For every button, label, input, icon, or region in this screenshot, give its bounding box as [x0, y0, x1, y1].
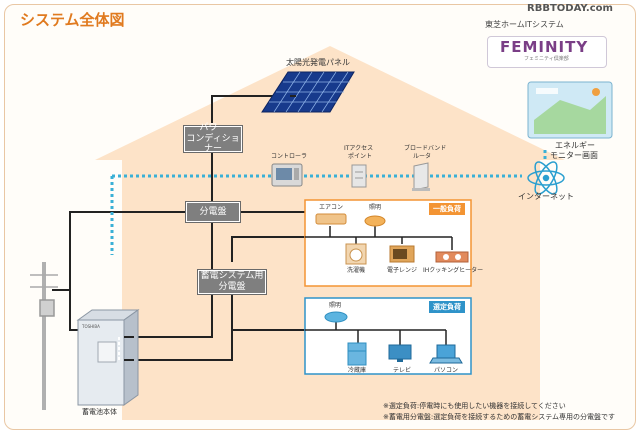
power-conditioner-line2: コンディショナー — [186, 133, 240, 155]
watermark: RBBTODAY.com — [527, 3, 613, 14]
broadband-router-device — [412, 162, 430, 191]
storage-distribution-board-box: 蓄電システム用分電盤 — [198, 270, 266, 294]
feminity-logo-text: FEMINITY — [500, 38, 589, 56]
controller-label: コントローラ — [271, 153, 308, 160]
ih-heater-appliance — [435, 251, 469, 263]
line-board-down — [134, 222, 213, 338]
light-appliance-selected — [324, 311, 348, 323]
broadband-router-label-1: ブロードバンド — [404, 145, 447, 152]
internet-label: インターネット — [518, 192, 574, 201]
feminity-logo-subtext: フェミニティ倶楽部 — [524, 56, 569, 62]
page-title: システム全体図 — [20, 11, 125, 29]
line-solar-to-pc — [211, 95, 290, 123]
broadband-router-label-2: ルータ — [413, 153, 432, 160]
energy-monitor-label-1: エネルギー — [555, 141, 595, 150]
aircon-appliance — [315, 213, 347, 225]
general-item-washer: 洗濯機 — [347, 267, 366, 274]
selected-item-fridge: 冷蔵庫 — [348, 367, 367, 374]
line-storage-to-selected — [231, 300, 305, 331]
general-item-light: 照明 — [369, 204, 382, 211]
selected-item-light: 照明 — [329, 302, 342, 309]
general-item-aircon: エアコン — [319, 204, 344, 211]
internet-globe — [527, 161, 565, 195]
pc-appliance — [429, 344, 463, 364]
general-load-wiring — [305, 226, 453, 250]
distribution-board-box: 分電盤 — [186, 202, 240, 222]
battery-unit: TOSHIBA — [76, 309, 140, 406]
selected-item-pc: パソコン — [434, 367, 459, 374]
selected-load-tag: 選定負荷 — [429, 301, 465, 313]
general-item-ih-heater: IHクッキングヒーター — [423, 267, 484, 274]
it-access-point-device — [351, 164, 367, 188]
light-appliance-general — [364, 215, 386, 227]
microwave-appliance — [389, 245, 415, 263]
solar-panel — [261, 71, 355, 113]
power-conditioner-box: パワーコンディショナー — [184, 122, 242, 154]
general-load-tag: 一般負荷 — [429, 203, 465, 215]
controller-device — [271, 163, 303, 187]
line-storage-out — [231, 236, 305, 262]
general-item-microwave: 電子レンジ — [387, 267, 418, 274]
battery-label: 蓄電池本体 — [82, 408, 117, 416]
it-system-label: 東芝ホームITシステム — [485, 20, 564, 29]
note-selected-load: ※選定負荷:停電時にも使用したい機器を接続してください — [383, 402, 566, 410]
utility-pole — [30, 262, 58, 410]
energy-monitor-screen — [527, 81, 613, 139]
selected-load-wiring — [305, 322, 447, 345]
solar-panel-label: 太陽光発電パネル — [286, 58, 350, 67]
svg-text:TOSHIBA: TOSHIBA — [81, 324, 100, 329]
storage-board-line1: 蓄電システム用 — [200, 271, 264, 282]
feminity-logo: FEMINITY フェミニティ倶楽部 — [487, 36, 607, 68]
storage-board-line2: 分電盤 — [218, 282, 246, 292]
tv-appliance — [388, 344, 412, 362]
selected-item-tv: テレビ — [393, 367, 412, 374]
fridge-appliance — [347, 342, 367, 366]
note-storage-board: ※蓄電用分電盤:選定負荷を接続するための蓄電システム専用の分電盤です — [383, 413, 616, 421]
it-access-point-label-1: ITアクセス — [344, 145, 374, 152]
it-access-point-label-2: ポイント — [348, 153, 373, 160]
energy-monitor-label-2: モニター画面 — [550, 151, 598, 160]
power-conditioner-line1: パワー — [199, 122, 227, 133]
washer-appliance — [345, 243, 367, 265]
